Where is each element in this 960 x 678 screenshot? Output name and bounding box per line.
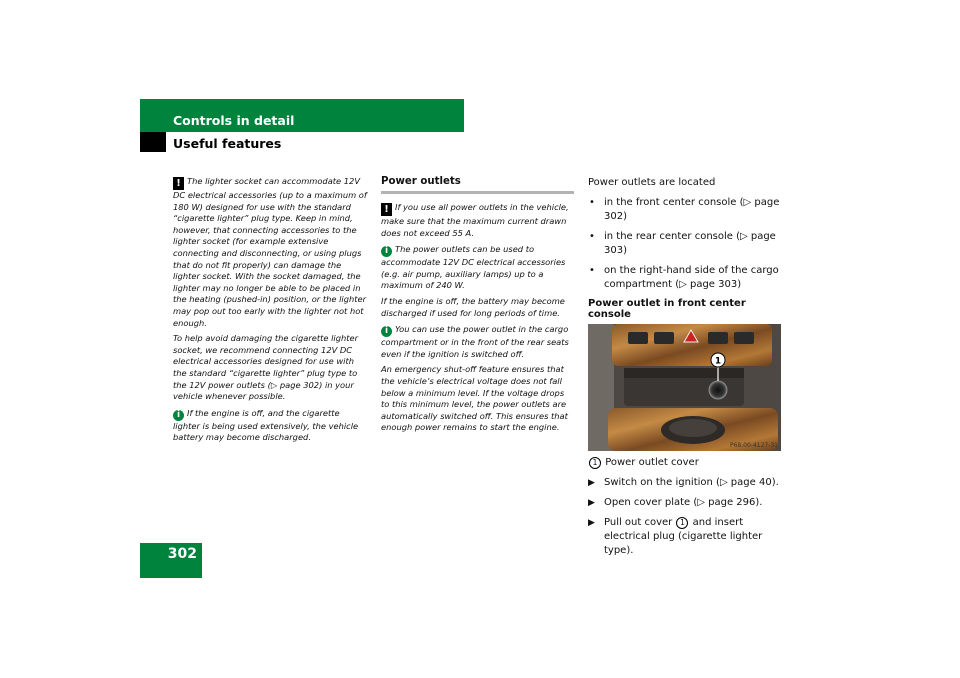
arrow-icon: ▶	[588, 478, 595, 488]
warning-note: !The lighter socket can accommodate 12V …	[173, 176, 367, 403]
console-illustration: 1	[588, 324, 781, 451]
page-number-box	[140, 543, 202, 578]
info-icon: i	[173, 409, 184, 421]
warning-text: If you use all power outlets in the vehi…	[381, 202, 569, 238]
callout-number: 1	[715, 357, 721, 367]
callout-marker: 1	[676, 517, 689, 529]
warning-icon: !	[381, 203, 392, 216]
section-heading: Power outlets	[381, 176, 574, 194]
warning-text: The lighter socket can accommodate 12V D…	[173, 176, 367, 328]
info-text: You can use the power outlet in the carg…	[381, 324, 569, 359]
page-number: 302	[167, 546, 197, 562]
header-marker	[140, 132, 166, 152]
list-item: •in the front center console (▷ page 302…	[589, 197, 780, 222]
step-item: ▶Open cover plate (▷ page 296).	[588, 497, 763, 508]
warning-note: !If you use all power outlets in the veh…	[381, 202, 574, 239]
step-item: ▶Pull out cover 1 and insert electrical …	[588, 517, 763, 556]
subsection-title: Useful features	[173, 136, 282, 151]
info-text: An emergency shut-off feature ensures th…	[381, 364, 568, 433]
column-left: !The lighter socket can accommodate 12V …	[173, 176, 367, 449]
image-code: P68.00-4127-31	[729, 442, 778, 449]
column-middle: Power outlets !If you use all power outl…	[381, 176, 574, 439]
warning-text: To help avoid damaging the cigarette lig…	[173, 333, 358, 402]
legend-item: 1 Power outlet cover	[588, 456, 784, 470]
column-right: Power outlets are located •in the front …	[588, 176, 784, 564]
arrow-icon: ▶	[588, 518, 595, 528]
info-text: If the engine is off, and the cigarette …	[173, 407, 359, 443]
step-item: ▶Switch on the ignition (▷ page 40).	[588, 477, 779, 488]
section-title: Controls in detail	[173, 113, 295, 128]
info-icon: i	[381, 326, 392, 338]
console-photo: 1 P68.00-4127-31	[588, 324, 781, 451]
subheading: Power outlet in front center console	[588, 298, 746, 320]
info-text: If the engine is off, the battery may be…	[381, 295, 565, 318]
info-icon: i	[381, 246, 392, 258]
list-item: •on the right-hand side of the cargo com…	[589, 265, 779, 290]
warning-icon: !	[173, 177, 184, 190]
list-item: •in the rear center console (▷ page 303)	[589, 231, 776, 256]
callout-marker: 1	[589, 457, 601, 469]
arrow-icon: ▶	[588, 498, 595, 508]
info-text: The power outlets can be used to accommo…	[381, 244, 566, 291]
header-bar	[140, 99, 464, 132]
intro-text: Power outlets are located	[588, 177, 716, 188]
